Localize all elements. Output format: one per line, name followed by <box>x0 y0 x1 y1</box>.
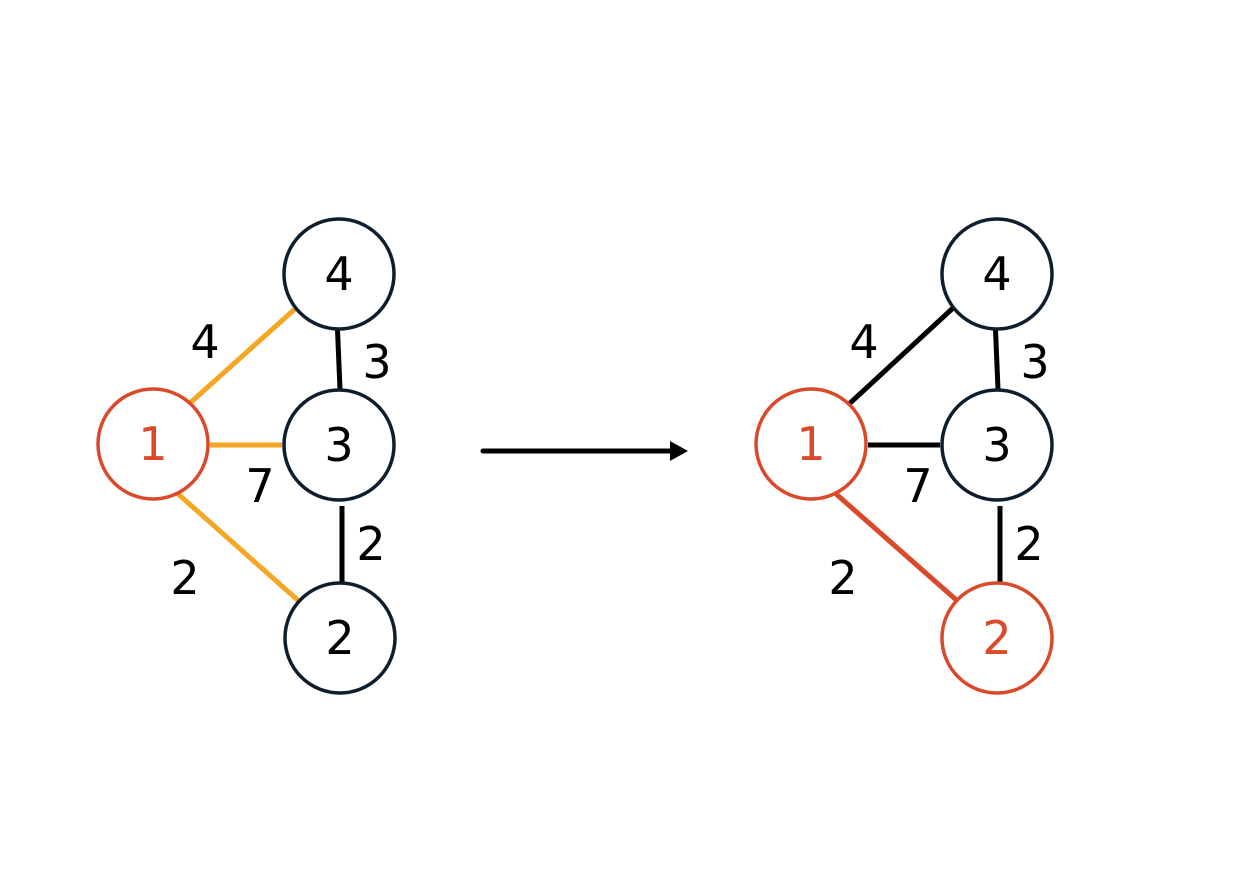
right-edge-weight-1-2: 2 <box>828 551 857 605</box>
right-edge-weight-4-3: 3 <box>1020 335 1049 389</box>
right-edge-weight-1-4: 4 <box>849 315 878 369</box>
left-edge-1-2 <box>175 491 303 605</box>
left-node-4 <box>282 217 396 331</box>
right-node-3 <box>940 388 1054 502</box>
right-edge-weight-1-3: 7 <box>903 459 932 513</box>
left-edge-weight-1-3: 7 <box>245 459 274 513</box>
right-node-label-2: 2 <box>982 611 1011 665</box>
right-edge-weight-3-2: 2 <box>1014 517 1043 571</box>
left-edge-weight-1-2: 2 <box>170 551 199 605</box>
left-node-2 <box>283 581 397 695</box>
left-node-3 <box>282 388 396 502</box>
right-node-1 <box>754 387 868 501</box>
right-edge-1-2 <box>833 491 964 607</box>
right-arrow-head <box>670 441 688 461</box>
right-edge-1-4 <box>846 306 955 407</box>
left-edge-weight-4-3: 3 <box>362 335 391 389</box>
left-edge-1-4 <box>188 306 298 405</box>
right-node-label-1: 1 <box>796 417 825 471</box>
left-edge-weight-1-4: 4 <box>190 315 219 369</box>
left-node-label-3: 3 <box>324 418 353 472</box>
left-edge-weight-3-2: 2 <box>356 517 385 571</box>
transition-arrow <box>480 441 688 461</box>
left-node-1 <box>96 387 210 501</box>
right-node-4 <box>940 217 1054 331</box>
right-node-label-3: 3 <box>982 418 1011 472</box>
left-node-label-4: 4 <box>324 247 353 301</box>
right-node-2 <box>940 581 1054 695</box>
left-node-label-2: 2 <box>325 611 354 665</box>
left-node-label-1: 1 <box>138 417 167 471</box>
right-node-label-4: 4 <box>982 247 1011 301</box>
